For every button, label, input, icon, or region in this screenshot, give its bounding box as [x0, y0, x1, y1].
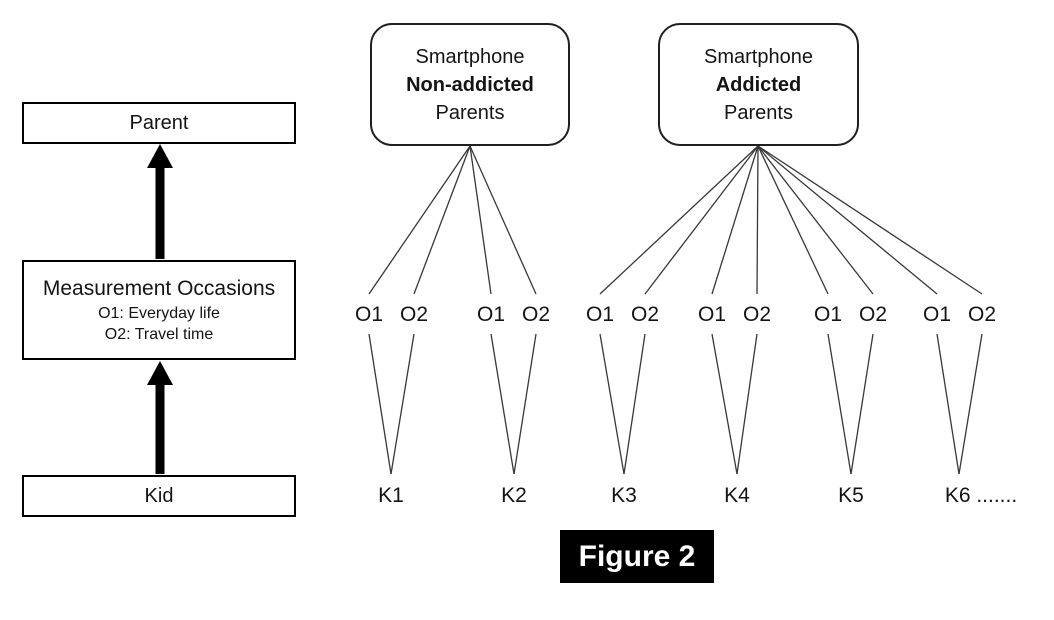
v-line — [958, 333, 983, 475]
kid-box-label: Kid — [144, 485, 174, 507]
kid-label: K5 — [838, 484, 864, 507]
kid-label: K1 — [378, 484, 404, 507]
kid-label: K3 — [611, 484, 637, 507]
kid-label: K2 — [501, 484, 527, 507]
addicted-parents-box: Smartphone Addicted Parents — [658, 23, 859, 146]
v-line — [390, 333, 415, 475]
fan-line — [757, 145, 983, 295]
fan-line — [599, 145, 759, 295]
occasion-label: O1 — [813, 303, 843, 326]
figure-caption-text: Figure 2 — [578, 539, 696, 573]
v-line — [736, 333, 758, 475]
occasion-label: O2 — [630, 303, 660, 326]
nonaddicted-title-line2: Non-addicted — [406, 73, 534, 96]
fan-line — [644, 145, 759, 295]
nonaddicted-title-line3: Parents — [435, 101, 505, 124]
v-line — [490, 333, 515, 475]
v-line — [513, 333, 537, 475]
occasion-label: O2 — [399, 303, 429, 326]
occasion-label: O2 — [521, 303, 551, 326]
v-line — [711, 333, 738, 475]
fan-line — [469, 145, 492, 295]
arrow-head-icon — [147, 144, 173, 168]
nonaddicted-parents-box: Smartphone Non-addicted Parents — [370, 23, 570, 146]
occasion-label: O2 — [858, 303, 888, 326]
v-line — [599, 333, 625, 475]
kid-label: K4 — [724, 484, 750, 507]
figure-caption: Figure 2 — [560, 530, 714, 583]
v-line — [368, 333, 392, 475]
addicted-title-line2: Addicted — [715, 73, 802, 96]
fan-line — [756, 145, 759, 295]
occasion-label: O1 — [354, 303, 384, 326]
parent-box: Parent — [22, 102, 296, 144]
fan-line — [757, 145, 938, 295]
measurement-occasions-title: Measurement Occasions — [42, 277, 276, 300]
fan-line — [413, 145, 471, 295]
fan-line — [711, 145, 759, 295]
occasion1-description: O1: Everyday life — [98, 305, 220, 322]
fan-line — [757, 145, 874, 295]
fan-line — [757, 145, 829, 295]
occasion2-description: O2: Travel time — [104, 326, 214, 343]
occasion-label: O1 — [585, 303, 615, 326]
fan-line — [368, 145, 471, 295]
v-line — [850, 333, 874, 475]
addicted-title-line1: Smartphone — [704, 45, 813, 68]
parent-box-label: Parent — [129, 112, 189, 134]
nonaddicted-title-line1: Smartphone — [415, 45, 525, 68]
occasion-label: O2 — [742, 303, 772, 326]
occasion-label: O2 — [967, 303, 997, 326]
occasion-label: O1 — [922, 303, 952, 326]
v-line — [827, 333, 852, 475]
v-line — [936, 333, 960, 475]
v-line — [623, 333, 646, 475]
kid-box: Kid — [22, 475, 296, 517]
occasion-label: O1 — [476, 303, 506, 326]
occasion-label: O1 — [697, 303, 727, 326]
measurement-occasions-box: Measurement Occasions O1: Everyday life … — [22, 260, 296, 360]
arrow-head-icon — [147, 361, 173, 385]
kid-label: K6 ....... — [944, 484, 1018, 507]
fan-line — [469, 145, 537, 295]
addicted-title-line3: Parents — [724, 101, 793, 124]
